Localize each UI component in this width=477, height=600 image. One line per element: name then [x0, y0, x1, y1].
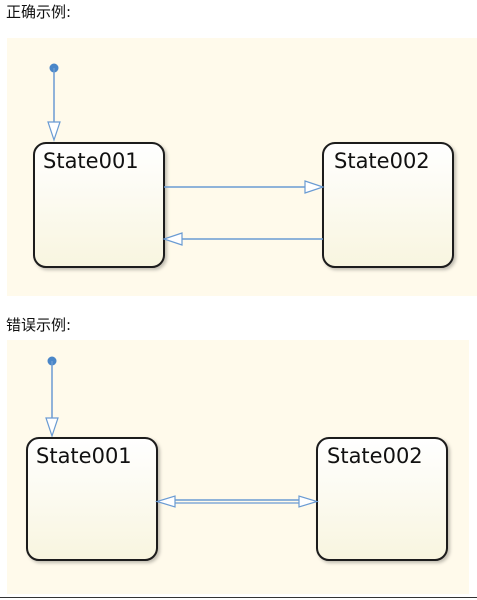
state-node-state002[interactable]: State002: [316, 437, 448, 561]
state-label: State002: [327, 444, 423, 468]
correct-example-diagram: State001 State002: [7, 38, 477, 296]
transition-arrowhead: [162, 232, 183, 246]
wrong-example-caption: 错误示例:: [6, 316, 72, 334]
state-node-state001[interactable]: State001: [26, 437, 158, 561]
initial-transition-arrowhead: [45, 417, 59, 438]
state-node-state001[interactable]: State001: [33, 142, 165, 268]
state-label: State001: [43, 149, 139, 173]
correct-example-caption: 正确示例:: [6, 3, 72, 21]
correct-example-svg: State001 State002: [33, 63, 454, 268]
state-label: State001: [36, 444, 132, 468]
bottom-divider: [0, 597, 477, 598]
wrong-example-svg: State001 State002: [26, 356, 448, 561]
wrong-example-diagram: State001 State002: [7, 340, 469, 594]
initial-transition-arrowhead: [47, 121, 61, 142]
transition-arrowhead-right: [298, 495, 320, 508]
transition-arrowhead-left: [154, 495, 176, 508]
transition-arrowhead: [304, 180, 325, 194]
state-label: State002: [334, 149, 430, 173]
state-node-state002[interactable]: State002: [322, 142, 454, 268]
